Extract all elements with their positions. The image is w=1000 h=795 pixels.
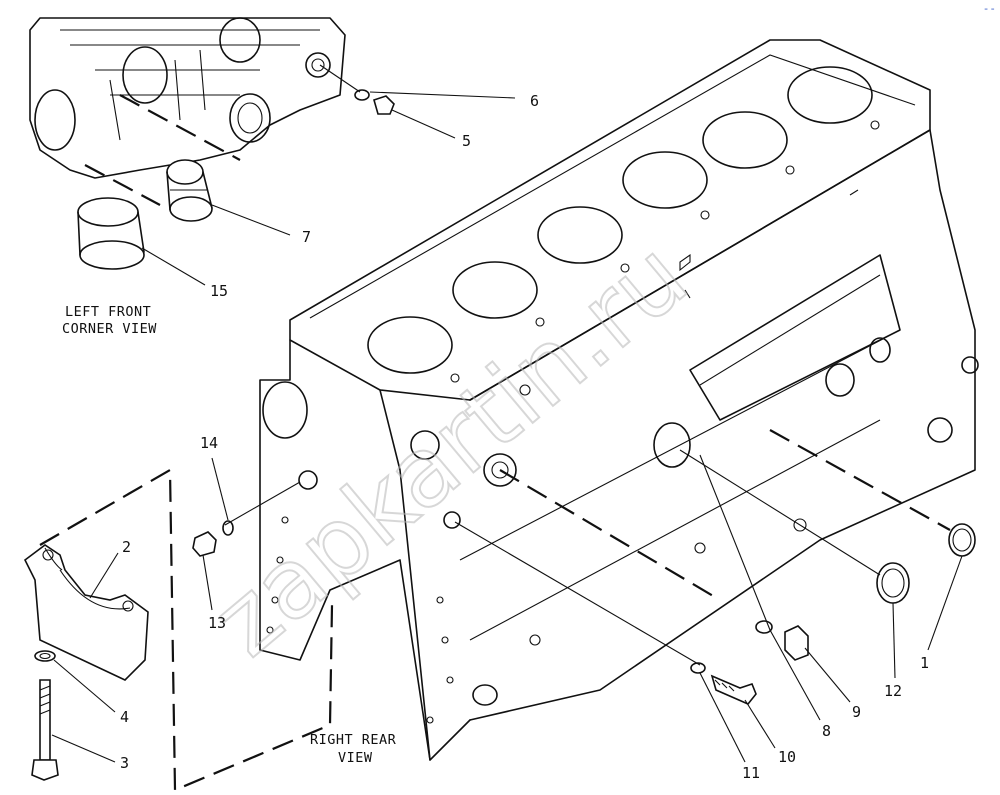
callout-13: 13 [208,614,226,632]
callout-6: 6 [530,92,539,110]
right-rear-frame [39,468,334,792]
part-7-sleeve [166,159,291,236]
callout-9: 9 [852,703,861,721]
callout-3: 3 [120,754,129,772]
corner-mark: -- [982,2,996,15]
callout-15: 15 [210,282,228,300]
left-front-label-line2: CORNER VIEW [62,321,157,337]
callout-1: 1 [920,654,929,672]
parts-3-4-bolt-washer [31,650,59,781]
parts-1-12-rings [876,523,976,604]
callout-5: 5 [462,132,471,150]
callout-10: 10 [778,748,796,766]
left-front-corner-detail [29,17,346,206]
right-rear-label-line2: VIEW [338,750,373,766]
callout-14: 14 [200,434,218,452]
callout-8: 8 [822,722,831,740]
engine-block [259,39,979,761]
right-rear-label-line1: RIGHT REAR [310,732,397,748]
parts-8-9-plug [755,620,809,661]
part-2-bearing-cap [23,544,149,681]
parts-10-11-bolt [690,662,757,705]
callout-12: 12 [884,682,902,700]
exploded-lines [224,429,951,666]
callout-11: 11 [742,764,760,782]
parts-5-6-plug [319,64,516,139]
watermark-text: zapkartin.ru [193,220,708,678]
callout-4: 4 [120,708,129,726]
part-15-sleeve [77,197,206,286]
callout-2: 2 [122,538,131,556]
left-front-label-line1: LEFT FRONT [65,304,151,320]
parts-13-14-plug [192,520,234,557]
callout-7: 7 [302,228,311,246]
